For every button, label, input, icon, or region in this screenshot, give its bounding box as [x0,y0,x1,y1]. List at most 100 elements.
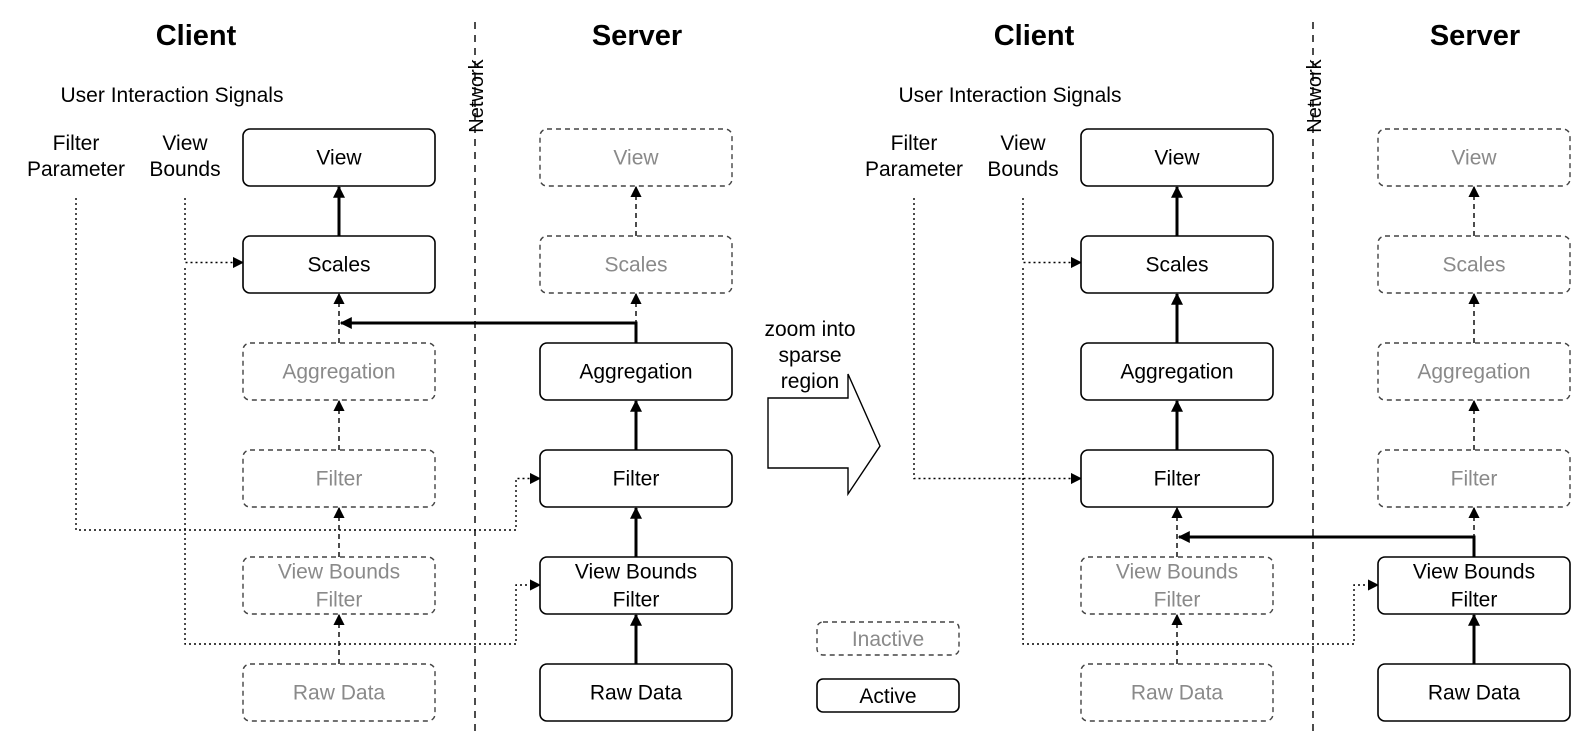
client-node-view-bounds-filter-label: Filter [316,589,363,612]
client-node-scales-label: Scales [1145,254,1208,277]
signals-title: User Interaction Signals [61,84,284,107]
legend-inactive-box [816,621,960,656]
server-node-scales: Scales [539,235,733,294]
transfer-arrow [339,317,638,343]
client-node-filter-label: Filter [1154,468,1201,491]
server-node-view-label: View [1451,147,1497,170]
server-node-filter: Filter [1377,449,1571,508]
server-node-view-label: View [613,147,659,170]
signal-view-bounds: View [162,132,208,155]
server-node-aggregation-box [1377,342,1571,401]
legend-inactive: Inactive [816,621,960,656]
client-node-view-bounds-filter-box [242,556,436,615]
bounds-to-scales-signal [1022,198,1083,269]
server-node-filter-box [1377,449,1571,508]
signal-filter-parameter: Filter [53,132,100,155]
server-node-aggregation-label: Aggregation [1417,361,1530,384]
signals-title: User Interaction Signals [899,84,1122,107]
server-node-scales: Scales [1377,235,1571,294]
signal-view-bounds: Bounds [149,158,220,181]
client-node-aggregation-box [1080,342,1274,401]
signal-filter-parameter: Parameter [27,158,125,181]
client-heading: Client [156,20,237,52]
client-node-filter-box [242,449,436,508]
server-heading: Server [1430,20,1520,52]
client-node-view-bounds-filter-label: View Bounds [1116,561,1238,584]
filter-param-signal [75,198,542,531]
client-node-view-label: View [1154,147,1200,170]
signal-view-bounds: View [1000,132,1046,155]
client-node-view-bounds-filter-label: Filter [1154,589,1201,612]
client-node-view: View [242,128,436,187]
client-heading: Client [994,20,1075,52]
server-node-view-bounds-filter-box [539,556,733,615]
transfer-arrow [1177,531,1476,557]
server-node-raw-data-label: Raw Data [590,682,683,705]
server-node-raw-data: Raw Data [1377,663,1571,722]
client-node-raw-data-box [1080,663,1274,722]
server-node-aggregation-label: Aggregation [579,361,692,384]
client-node-view-box [242,128,436,187]
client-node-scales-box [1080,235,1274,294]
server-node-view-bounds-filter-label: Filter [1451,589,1498,612]
server-node-aggregation: Aggregation [1377,342,1571,401]
server-node-view-bounds-filter-label: View Bounds [1413,561,1535,584]
transition-label: sparse [778,344,841,367]
server-heading: Server [592,20,682,52]
legend-active-box [816,678,960,713]
bounds-to-scales-signal [184,198,245,269]
server-node-filter-label: Filter [1451,468,1498,491]
client-node-aggregation-label: Aggregation [1120,361,1233,384]
server-node-raw-data-box [539,663,733,722]
server-node-raw-data: Raw Data [539,663,733,722]
server-node-filter: Filter [539,449,733,508]
signal-filter-parameter: Parameter [865,158,963,181]
edges-layer [75,22,1480,736]
server-node-filter-label: Filter [613,468,660,491]
server-node-view-bounds-filter-label: View Bounds [575,561,697,584]
server-node-view-bounds-filter-box [1377,556,1571,615]
client-node-view: View [1080,128,1274,187]
client-node-raw-data: Raw Data [242,663,436,722]
client-node-view-box [1080,128,1274,187]
legend-active-label: Active [859,685,916,708]
signal-view-bounds: Bounds [987,158,1058,181]
client-node-view-label: View [316,147,362,170]
client-node-raw-data-label: Raw Data [293,682,386,705]
server-node-aggregation: Aggregation [539,342,733,401]
server-node-scales-label: Scales [604,254,667,277]
server-node-scales-label: Scales [1442,254,1505,277]
server-node-scales-box [1377,235,1571,294]
client-node-scales-label: Scales [307,254,370,277]
filter-param-signal [913,198,1083,485]
legend-active: Active [816,678,960,713]
bounds-to-vbfilter-signal [1022,268,1380,645]
server-node-filter-box [539,449,733,508]
client-node-view-bounds-filter-label: View Bounds [278,561,400,584]
client-node-view-bounds-filter-box [1080,556,1274,615]
server-node-scales-box [539,235,733,294]
client-node-filter-label: Filter [316,468,363,491]
client-node-aggregation-box [242,342,436,401]
server-node-raw-data-label: Raw Data [1428,682,1521,705]
legend-inactive-label: Inactive [852,628,924,651]
client-node-filter: Filter [242,449,436,508]
server-node-view: View [539,128,733,187]
server-node-view-box [539,128,733,187]
client-node-filter: Filter [1080,449,1274,508]
server-node-view-box [1377,128,1571,187]
client-node-aggregation: Aggregation [242,342,436,401]
client-node-raw-data-label: Raw Data [1131,682,1224,705]
client-node-aggregation: Aggregation [1080,342,1274,401]
server-node-raw-data-box [1377,663,1571,722]
transition-label: region [781,370,839,393]
